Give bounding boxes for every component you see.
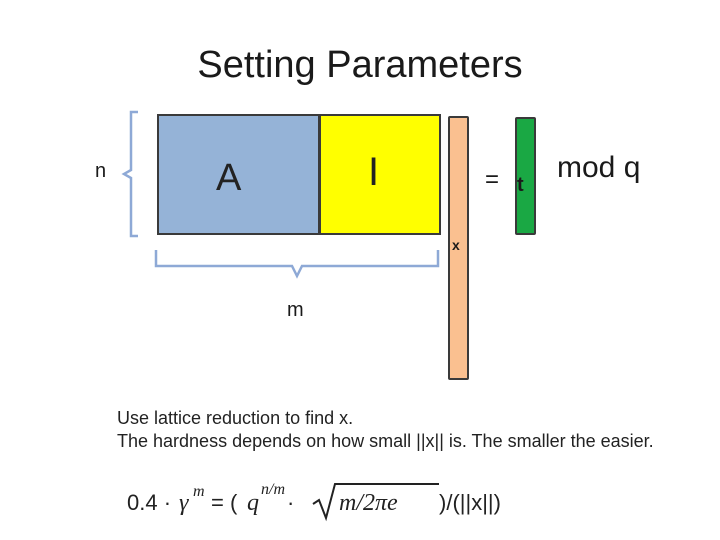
m-label: m: [287, 299, 304, 321]
formula-dot: ·: [287, 490, 294, 515]
formula-sqrt-arg: m/2πe: [339, 490, 398, 516]
vector-t-label: t: [517, 174, 524, 196]
vector-t-block: [515, 117, 536, 235]
formula-nm-sup: n/m: [261, 481, 285, 498]
text-line-2: The hardness depends on how small ||x|| …: [117, 431, 654, 451]
n-brace: [121, 110, 138, 238]
matrix-a-label: A: [216, 157, 242, 199]
formula-tail: )/(||x||): [439, 490, 501, 515]
identity-label: I: [368, 150, 380, 194]
formula-equals: = (: [211, 490, 238, 515]
slide-title: Setting Parameters: [197, 44, 523, 86]
formula-coef: 0.4 ·: [127, 490, 171, 515]
vector-x-block: [448, 116, 469, 380]
identity-block: [319, 114, 441, 235]
mod-q-label: mod q: [557, 151, 641, 184]
hardness-formula: 0.4 · γ m = ( q n/m · m/2πe )/(||x||): [127, 481, 501, 522]
formula-gamma: γ: [179, 490, 189, 516]
m-brace: [154, 250, 440, 279]
formula-q: q: [247, 490, 259, 516]
n-label: n: [95, 160, 107, 182]
vector-x-label: x: [452, 237, 460, 253]
sqrt-radical: [312, 483, 439, 522]
equals-sign: =: [485, 166, 500, 193]
matrix-a-block: [157, 114, 320, 235]
text-line-1: Use lattice reduction to find x.: [117, 408, 354, 428]
formula-m-sup: m: [193, 483, 205, 500]
